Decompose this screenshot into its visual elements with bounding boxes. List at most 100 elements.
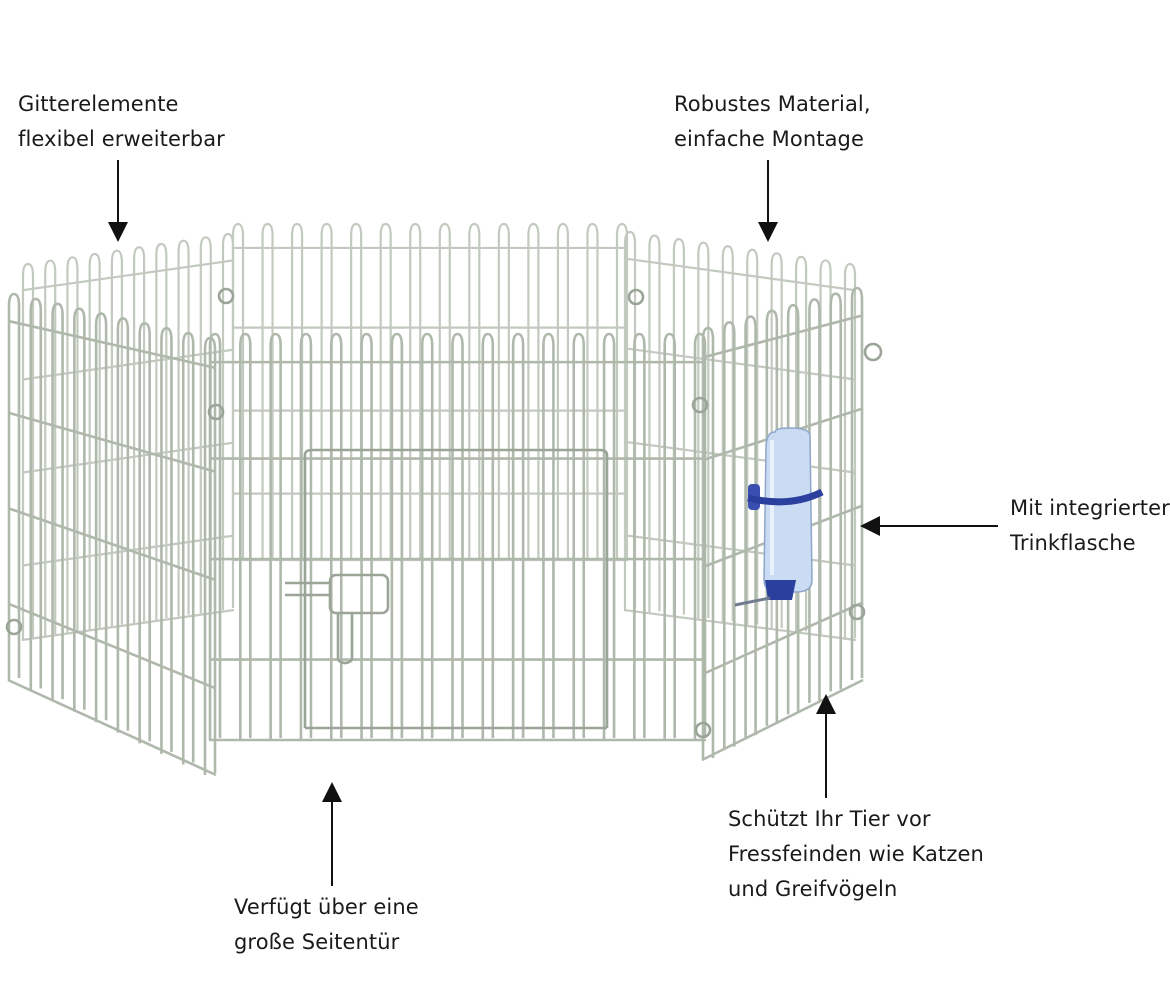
wire-bar [795, 255, 808, 634]
hinge-loop [694, 721, 712, 739]
wire-bar [808, 298, 821, 703]
wire-rail [701, 601, 864, 676]
wire-bar [409, 222, 422, 560]
wire-bar [261, 222, 274, 560]
wire-bar [451, 332, 464, 740]
wire-bar [390, 332, 404, 740]
wire-rail [701, 314, 864, 359]
wire-rail [623, 534, 857, 567]
wire-bar [379, 222, 392, 560]
wire-bar [572, 332, 586, 740]
wire-rail [7, 678, 217, 777]
wire-bar [623, 230, 637, 610]
hinge-loop [5, 618, 23, 636]
wire-bar [542, 332, 555, 740]
wire-bar [765, 309, 779, 726]
wire-bar [786, 303, 800, 715]
wire-bar [819, 259, 832, 637]
wire-bar [29, 297, 43, 691]
front-right-panel [701, 286, 864, 762]
wire-bar [299, 332, 313, 740]
wire-bar [320, 222, 333, 560]
wire-bar [199, 236, 212, 614]
wire-bar [73, 307, 86, 712]
callout-protection: Schützt Ihr Tier vor Fressfeinden wie Ka… [728, 802, 984, 907]
wire-bar [693, 332, 707, 740]
wire-bar [701, 326, 715, 760]
wire-bar [51, 302, 64, 702]
wire-rail [7, 411, 217, 474]
wire-bar [744, 315, 757, 738]
back-center-panel [231, 222, 629, 562]
wire-rail [623, 440, 857, 474]
wire-bar [21, 262, 35, 640]
wire-bar [116, 317, 130, 733]
door-and-latches [5, 287, 883, 739]
wire-bar [829, 292, 843, 692]
wire-bar [746, 248, 759, 627]
wire-rail [21, 259, 235, 292]
wire-bar [160, 326, 173, 754]
hinge-loop [217, 287, 235, 305]
wire-rail [623, 347, 857, 381]
wire-rail [623, 608, 857, 642]
wire-bar [843, 262, 857, 640]
wire-bar [586, 222, 599, 560]
back-panels [21, 222, 857, 642]
wire-bar [481, 332, 495, 740]
callout-text: Fressfeinden wie Katzen [728, 842, 984, 866]
wire-rail [7, 319, 217, 370]
wire-bar [290, 222, 304, 560]
wire-bar [721, 245, 734, 624]
wire-bar [556, 222, 570, 560]
wire-bar [420, 332, 434, 740]
wire-bar [94, 312, 108, 723]
wire-bar [44, 259, 57, 637]
hinge-loop [627, 288, 645, 306]
hinge-loop [207, 403, 225, 421]
wire-bar [602, 332, 616, 740]
callout-text: große Seitentür [234, 930, 400, 954]
latch-bolt [285, 581, 354, 665]
wire-bar [615, 222, 629, 560]
callout-text: Robustes Material, [674, 92, 871, 116]
wire-bar [110, 249, 123, 627]
wire-bar [527, 222, 540, 560]
wire-bar [181, 331, 195, 765]
wire-bar [239, 332, 252, 740]
callout-door: Verfügt über eine große Seitentür [234, 890, 419, 960]
front-center-panel [208, 332, 707, 742]
wire-bar [850, 286, 864, 680]
wire-bar [722, 320, 736, 749]
wire-bar [497, 222, 510, 560]
callout-material: Robustes Material, einfache Montage [674, 87, 871, 157]
wire-bar [633, 332, 646, 740]
callout-text: Schützt Ihr Tier vor [728, 807, 931, 831]
wire-bar [770, 252, 783, 630]
front-panels [7, 286, 864, 777]
wire-bar [7, 292, 21, 680]
front-left-panel [7, 292, 217, 777]
callout-text: Mit integrierter [1010, 496, 1170, 520]
wire-bar [177, 239, 190, 617]
callout-text: einfache Montage [674, 127, 865, 151]
back-right-panel [623, 230, 857, 642]
wire-bar [66, 256, 79, 634]
wire-bar [208, 332, 222, 740]
water-bottle-icon [734, 427, 824, 607]
hinge-loop [691, 396, 709, 414]
wire-rail [701, 678, 864, 762]
wire-bar [88, 252, 101, 630]
callout-text: Verfügt über eine [234, 895, 419, 919]
wire-rail [7, 602, 217, 690]
wire-bar [438, 222, 451, 560]
wire-bar [231, 222, 245, 560]
callout-bottle: Mit integrierter Trinkflasche [1010, 491, 1170, 561]
wire-bar [697, 241, 710, 620]
wire-bar [329, 332, 343, 740]
door-latch [328, 573, 390, 615]
hinge-loop [848, 603, 866, 621]
callout-text: flexibel erweiterbar [18, 127, 225, 151]
